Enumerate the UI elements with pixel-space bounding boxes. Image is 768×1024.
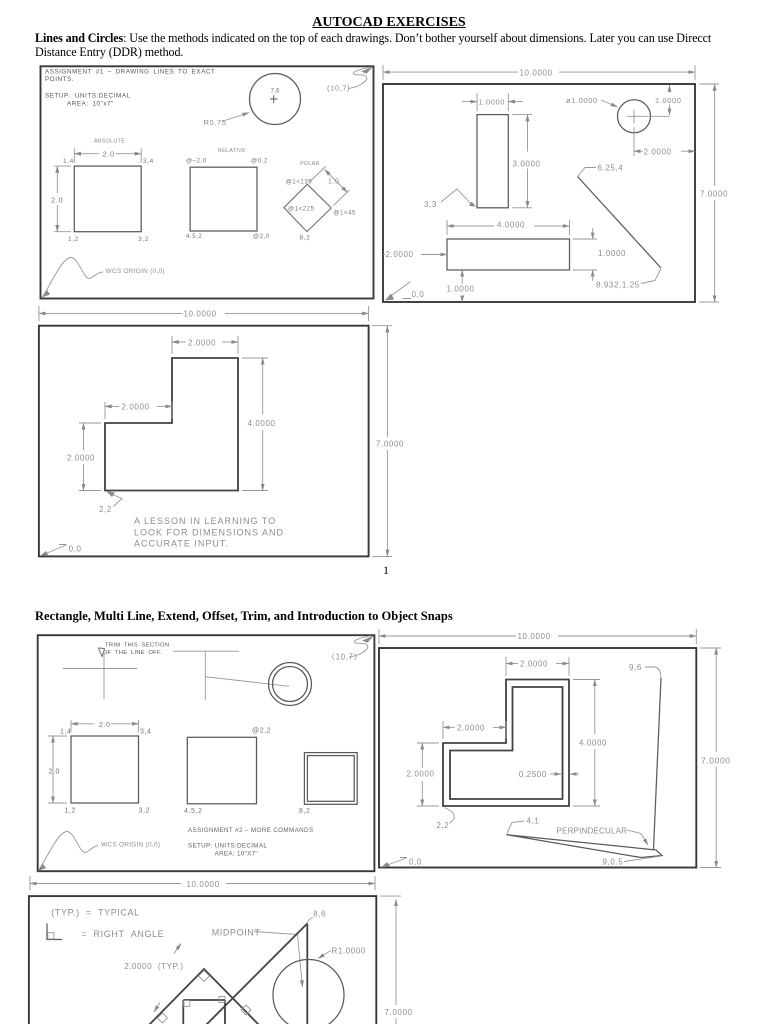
svg-text:7.0000: 7.0000 — [700, 190, 728, 199]
svg-text:(TYP.) = TYPICAL: (TYP.) = TYPICAL — [51, 908, 139, 918]
svg-text:4,1: 4,1 — [527, 817, 540, 826]
svg-text:1.0000: 1.0000 — [598, 249, 626, 258]
svg-text:2.0000: 2.0000 — [644, 148, 672, 157]
svg-text:3,2: 3,2 — [138, 236, 149, 243]
svg-text:@2,0: @2,0 — [253, 234, 270, 240]
svg-text:A LESSON IN LEARNING TO: A LESSON IN LEARNING TO — [134, 516, 276, 526]
svg-text:1.0: 1.0 — [328, 178, 340, 185]
svg-text:7.0000: 7.0000 — [376, 439, 404, 448]
svg-text:ø1.0000: ø1.0000 — [566, 96, 598, 105]
svg-text:4.5,2: 4.5,2 — [186, 234, 202, 240]
svg-text:ACCURATE INPUT.: ACCURATE INPUT. — [134, 539, 229, 549]
svg-text:7.0000: 7.0000 — [385, 1008, 413, 1017]
svg-text:1.0000: 1.0000 — [655, 96, 682, 105]
svg-text:AREA: 10"x7": AREA: 10"x7" — [67, 101, 114, 108]
svg-text:3,4: 3,4 — [143, 158, 154, 165]
svg-text:1,2: 1,2 — [65, 808, 77, 815]
svg-text:RELATIVE: RELATIVE — [218, 148, 246, 154]
svg-text:2.0000: 2.0000 — [386, 250, 414, 259]
svg-text:2.0000: 2.0000 — [520, 660, 548, 669]
svg-text:4.5,2: 4.5,2 — [184, 808, 203, 815]
svg-text:MIDPOINT: MIDPOINT — [212, 928, 261, 938]
svg-text:8,6: 8,6 — [313, 910, 326, 919]
svg-text:2.0: 2.0 — [103, 150, 115, 159]
svg-text:1,2: 1,2 — [68, 236, 79, 243]
svg-text:1,4: 1,4 — [63, 158, 74, 165]
svg-text:4.0000: 4.0000 — [497, 221, 525, 230]
svg-text:@0,2: @0,2 — [251, 159, 268, 165]
svg-text:9,0.5: 9,0.5 — [603, 858, 624, 867]
svg-text:OF THE LINE OFF.: OF THE LINE OFF. — [103, 650, 162, 656]
svg-text:2.0000: 2.0000 — [122, 403, 150, 412]
svg-text:ABSOLUTE: ABSOLUTE — [94, 138, 125, 144]
svg-text:8,2: 8,2 — [299, 808, 311, 815]
svg-text:2.0: 2.0 — [99, 722, 111, 729]
svg-text:POLAR: POLAR — [300, 161, 320, 167]
svg-text:PERPINDECULAR: PERPINDECULAR — [557, 827, 628, 836]
svg-text:2.0000: 2.0000 — [457, 724, 485, 733]
svg-text:8.932,1.25: 8.932,1.25 — [596, 281, 640, 290]
svg-text:0,0: 0,0 — [409, 858, 422, 867]
svg-text:TRIM THIS SECTION: TRIM THIS SECTION — [105, 643, 169, 649]
svg-text:3,4: 3,4 — [140, 728, 152, 735]
svg-text:10.0000: 10.0000 — [518, 632, 551, 641]
svg-text:@2,2: @2,2 — [252, 728, 271, 735]
svg-text:3,2: 3,2 — [139, 808, 151, 815]
svg-text:2.0: 2.0 — [51, 195, 63, 204]
svg-text:2.0000: 2.0000 — [407, 770, 435, 779]
svg-text:(10,7): (10,7) — [327, 84, 350, 93]
svg-text:R0.75: R0.75 — [204, 118, 227, 127]
svg-text:WCS ORIGIN (0,0): WCS ORIGIN (0,0) — [106, 268, 165, 275]
svg-text:LOOK FOR DIMENSIONS AND: LOOK FOR DIMENSIONS AND — [134, 527, 284, 537]
svg-text:6.25,4: 6.25,4 — [598, 164, 624, 173]
svg-text:1,4: 1,4 — [60, 728, 72, 735]
svg-text:AREA: 10"X7": AREA: 10"X7" — [215, 851, 258, 858]
svg-text:10.0000: 10.0000 — [187, 880, 220, 889]
svg-text:@1<135: @1<135 — [286, 179, 313, 185]
svg-text:2.0: 2.0 — [49, 769, 61, 776]
svg-text:8,2: 8,2 — [300, 234, 311, 241]
svg-text:0.2500: 0.2500 — [519, 770, 547, 779]
svg-text:7,6: 7,6 — [271, 89, 281, 95]
svg-text:@1<225: @1<225 — [288, 207, 315, 213]
svg-text:@–2,0: @–2,0 — [186, 159, 207, 165]
svg-text:0,0: 0,0 — [69, 545, 82, 554]
svg-text:0,0: 0,0 — [412, 290, 425, 299]
svg-text:ASSIGNMENT #1 – DRAWING LINES: ASSIGNMENT #1 – DRAWING LINES TO EXACT — [45, 69, 215, 76]
svg-text:SETUP: UNITS:DECIMAL: SETUP: UNITS:DECIMAL — [188, 843, 267, 850]
svg-text:POINTS.: POINTS. — [45, 76, 74, 83]
svg-text:10.0000: 10.0000 — [520, 68, 553, 77]
svg-text:WCS ORIGIN (0,0): WCS ORIGIN (0,0) — [101, 842, 160, 849]
svg-text:ASSIGNMENT #2 – MORE COMMANDS: ASSIGNMENT #2 – MORE COMMANDS — [188, 827, 314, 834]
svg-text:SETUP: UNITS:DECIMAL: SETUP: UNITS:DECIMAL — [45, 93, 131, 100]
svg-text:7.0000: 7.0000 — [701, 756, 731, 766]
svg-text:〈10,7〉: 〈10,7〉 — [327, 653, 362, 662]
svg-text:R1.0000: R1.0000 — [332, 947, 366, 956]
svg-text:10.0000: 10.0000 — [184, 310, 217, 319]
svg-text:= RIGHT ANGLE: = RIGHT ANGLE — [82, 929, 165, 939]
svg-text:3.0000: 3.0000 — [513, 159, 541, 168]
svg-text:@1<45: @1<45 — [333, 211, 356, 217]
svg-text:1.0000: 1.0000 — [479, 97, 506, 106]
svg-text:2.0000 (TYP.): 2.0000 (TYP.) — [124, 962, 183, 971]
svg-text:4.0000: 4.0000 — [248, 419, 276, 428]
svg-text:2,2: 2,2 — [436, 821, 449, 830]
svg-text:3,3: 3,3 — [424, 200, 437, 209]
svg-text:2.0000: 2.0000 — [188, 338, 216, 347]
svg-text:1.0000: 1.0000 — [447, 285, 475, 294]
svg-text:9,6: 9,6 — [629, 663, 642, 672]
svg-text:2.0000: 2.0000 — [67, 453, 95, 462]
svg-text:2,2: 2,2 — [99, 505, 112, 514]
svg-text:4.0000: 4.0000 — [579, 738, 607, 747]
